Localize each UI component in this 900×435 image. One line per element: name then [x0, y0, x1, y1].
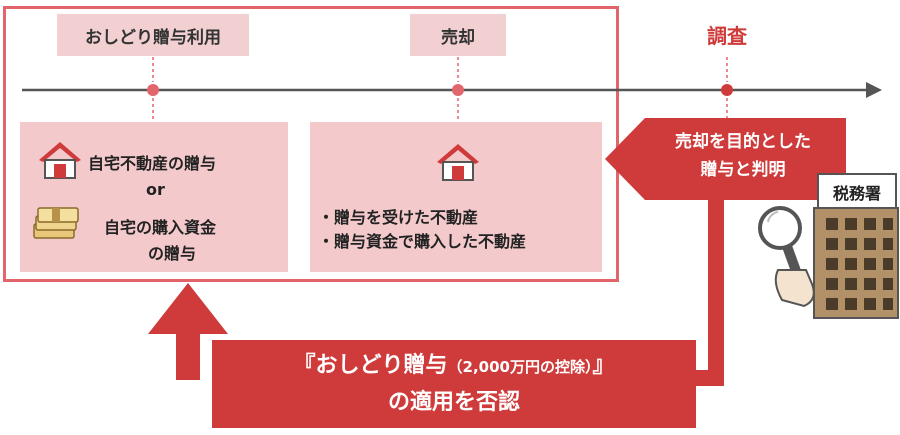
denial-main: 『おしどり贈与 — [293, 353, 448, 378]
denial-line-2: の適用を否認 — [387, 390, 520, 415]
stage-tag-sale: 売却 — [410, 14, 506, 56]
denial-text: 『おしどり贈与（2,000万円の控除）』 の適用を否認 — [212, 348, 696, 421]
denial-amount: （2,000万円の控除） — [447, 358, 593, 376]
timeline-dot-investigation — [721, 84, 733, 96]
denial-line-1: 『おしどり贈与（2,000万円の控除）』 — [212, 348, 696, 385]
stage-tag-oshidori: おしどり贈与利用 — [57, 14, 249, 56]
gift-text-real-estate: 自宅不動産の贈与 — [88, 154, 217, 173]
timeline-dot-sale — [452, 84, 464, 96]
magnifier-icon — [758, 206, 815, 308]
return-arrow-stem — [176, 330, 200, 380]
callout-line-2: 贈与と判明 — [700, 160, 786, 180]
gift-panel: 自宅不動産の贈与 or 自宅の購入資金 の贈与 — [20, 122, 288, 272]
gift-text-or: or — [146, 180, 165, 199]
stage-label-oshidori: おしどり贈与利用 — [85, 27, 221, 48]
denial-banner — [212, 340, 696, 428]
tax-office-label: 税務署 — [832, 184, 881, 203]
timeline-dot-oshidori — [147, 84, 159, 96]
callout-text: 売却を目的とした 贈与と判明 — [640, 128, 846, 184]
house-icon — [437, 144, 479, 181]
callout-shape — [605, 118, 846, 200]
tax-office-building — [813, 173, 899, 319]
return-arrow-descender — [693, 200, 724, 386]
house-icon — [39, 142, 81, 179]
money-icon — [33, 207, 79, 239]
stage-label-investigation: 調査 — [707, 24, 747, 48]
stage-label-sale: 売却 — [441, 27, 475, 48]
callout-line-1: 売却を目的とした — [675, 132, 811, 152]
sale-item-gifted-property: ・贈与を受けた不動産 — [318, 208, 479, 227]
sale-item-purchased-property: ・贈与資金で購入した不動産 — [318, 232, 527, 251]
denial-end: 』 — [592, 353, 615, 378]
sale-panel: ・贈与を受けた不動産 ・贈与資金で購入した不動産 — [310, 122, 602, 272]
gift-text-funds: 自宅の購入資金 — [104, 218, 217, 237]
timeline-arrowhead — [866, 82, 882, 98]
gift-text-funds-2: の贈与 — [148, 244, 197, 263]
return-arrow-head — [148, 283, 228, 334]
